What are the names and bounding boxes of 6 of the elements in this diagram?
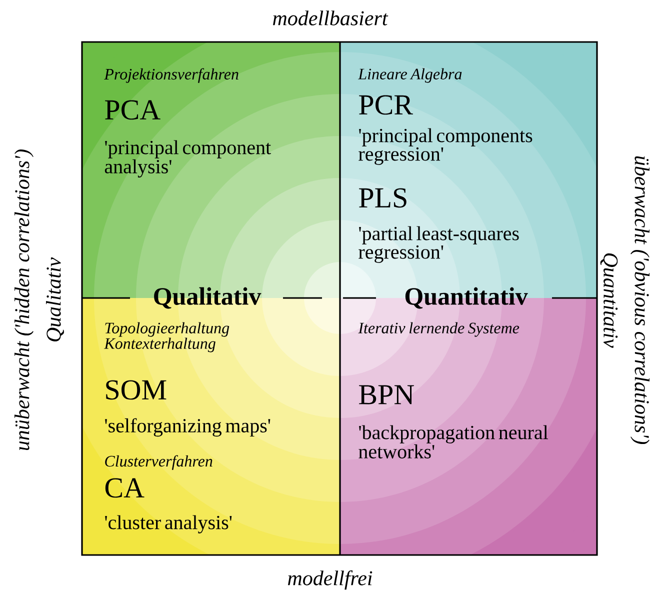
axis-label: überwacht ('obvious correlations') <box>630 156 650 444</box>
axis-label: Quantitativ <box>600 253 618 348</box>
axis-label: modellbasiert <box>273 10 388 26</box>
axis-label: Qualitativ <box>46 257 64 342</box>
axis-label: unüberwacht ('hidden correlations') <box>14 150 34 450</box>
axis-label: modellfrei <box>288 570 372 590</box>
